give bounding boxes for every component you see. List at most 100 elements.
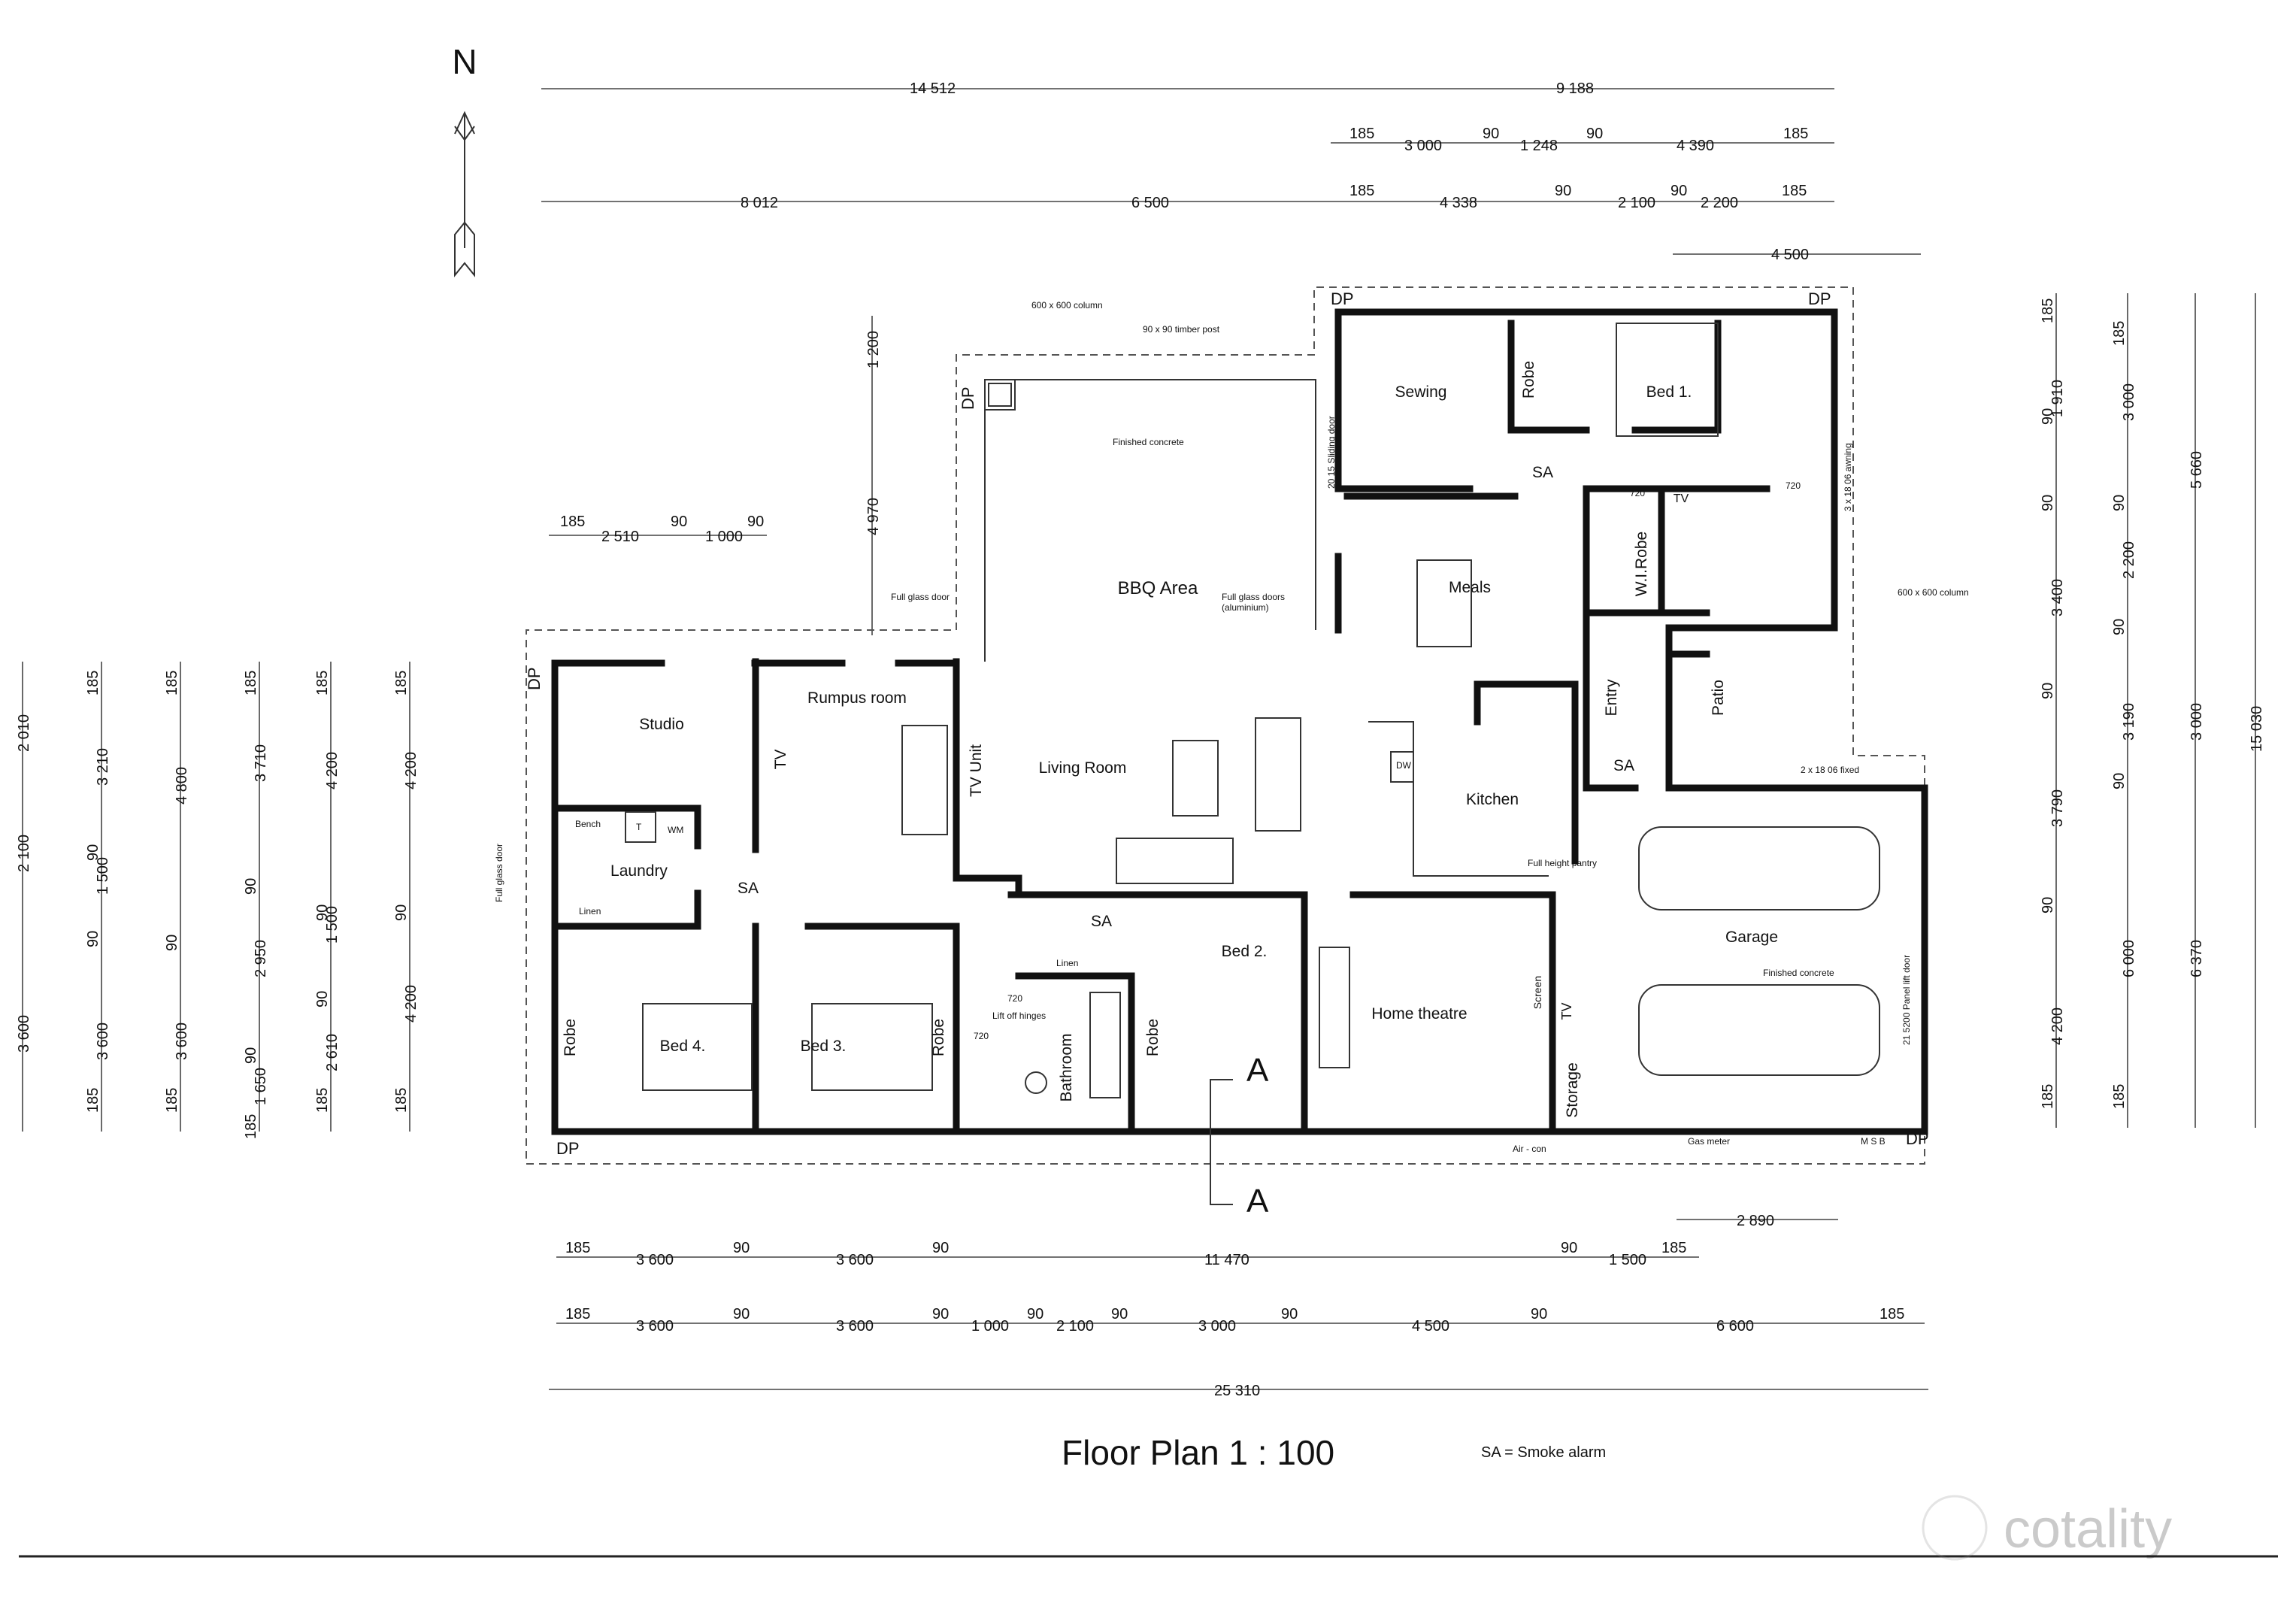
dim-90: 90 <box>671 514 687 530</box>
label-bed3: Bed 3. <box>801 1038 847 1055</box>
section-marker: A A <box>1210 1052 1269 1220</box>
dim-90: 90 <box>85 844 101 861</box>
label-sa-4: SA <box>1613 757 1634 774</box>
dim-185: 185 <box>314 671 331 695</box>
note-720-c: 720 <box>1630 488 1645 498</box>
label-bathroom: Bathroom <box>1058 1033 1075 1101</box>
dim-90: 90 <box>85 931 101 947</box>
label-sa-1: SA <box>1532 464 1553 481</box>
label-screen: Screen <box>1531 976 1543 1009</box>
note-aircon: Air - con <box>1513 1144 1546 1154</box>
dim-25310: 25 310 <box>1214 1383 1260 1399</box>
dim-90: 90 <box>932 1306 949 1323</box>
dim-1500: 1 500 <box>95 857 111 895</box>
dim-3600: 3 600 <box>16 1015 32 1053</box>
label-sewing: Sewing <box>1395 383 1447 401</box>
note-dw: DW <box>1396 760 1412 771</box>
dim-185: 185 <box>85 671 101 695</box>
dim-185: 185 <box>2040 1084 2056 1109</box>
note-garage-concrete: Finished concrete <box>1763 968 1834 978</box>
dim-90: 90 <box>1531 1306 1547 1323</box>
dim-4500: 4 500 <box>1771 247 1809 263</box>
dim-3000: 3 000 <box>1404 138 1442 154</box>
label-studio: Studio <box>639 716 684 733</box>
dim-4200: 4 200 <box>324 752 341 789</box>
plan-legend: SA = Smoke alarm <box>1481 1444 1606 1461</box>
dim-1910: 1 910 <box>2049 380 2066 417</box>
dim-185: 185 <box>565 1306 590 1323</box>
dim-6600: 6 600 <box>1716 1318 1754 1335</box>
watermark: cotality <box>1922 1495 2172 1561</box>
label-entry: Entry <box>1603 679 1620 717</box>
dim-90: 90 <box>1586 126 1603 142</box>
label-sa-3: SA <box>1091 913 1112 930</box>
note-linen-hall: Linen <box>1056 958 1078 968</box>
label-garage: Garage <box>1725 929 1778 946</box>
dim-90: 90 <box>733 1240 750 1256</box>
dim-8012: 8 012 <box>741 195 778 211</box>
dim-185: 185 <box>2111 1084 2128 1109</box>
dim-11470: 11 470 <box>1204 1252 1249 1268</box>
left-dimensions: 2 010 2 100 3 600 185 3 210 90 1 500 90 … <box>16 662 420 1139</box>
note-glass-doors: Full glass doors <box>1222 592 1285 602</box>
dim-90: 90 <box>1483 126 1499 142</box>
dim-3790: 3 790 <box>2049 789 2066 827</box>
label-robe-bed4: Robe <box>562 1019 579 1056</box>
label-rumpus: Rumpus room <box>807 689 907 707</box>
dim-90: 90 <box>747 514 764 530</box>
dim-6500: 6 500 <box>1131 195 1169 211</box>
top-dimensions: 14 512 9 188 185 3 000 90 1 248 90 4 390… <box>541 80 1921 635</box>
label-storage: Storage <box>1564 1062 1581 1118</box>
bottom-dimensions: 185 3 600 90 3 600 90 11 470 90 1 500 18… <box>549 1213 1928 1399</box>
dim-3600: 3 600 <box>836 1252 874 1268</box>
label-tv-theatre: TV <box>1559 1002 1574 1020</box>
dim-185: 185 <box>2111 321 2128 346</box>
dp-4: DP <box>525 667 544 690</box>
label-wirobe: W.I.Robe <box>1633 532 1650 596</box>
dim-185: 185 <box>164 1088 180 1113</box>
dim-1200: 1 200 <box>865 331 882 368</box>
dim-2100: 2 100 <box>16 835 32 872</box>
label-tvunit: TV Unit <box>968 744 985 797</box>
north-label: N <box>452 42 477 81</box>
dim-90: 90 <box>1671 183 1687 199</box>
dim-1500: 1 500 <box>324 906 341 944</box>
note-glass-door-side: Full glass door <box>494 844 504 902</box>
north-arrow: N <box>452 42 477 277</box>
dim-4390: 4 390 <box>1677 138 1714 154</box>
dim-90: 90 <box>393 904 410 921</box>
dim-90: 90 <box>1561 1240 1577 1256</box>
dim-3600: 3 600 <box>95 1023 111 1060</box>
details <box>625 323 1880 1098</box>
label-patio: Patio <box>1710 680 1727 716</box>
dim-4970: 4 970 <box>865 498 882 535</box>
dim-2890: 2 890 <box>1737 1213 1774 1229</box>
dim-90: 90 <box>1027 1306 1043 1323</box>
dim-1000: 1 000 <box>705 529 743 545</box>
dim-90: 90 <box>2040 408 2056 425</box>
dim-185: 185 <box>393 671 410 695</box>
dim-3710: 3 710 <box>253 744 269 782</box>
note-wm: WM <box>668 825 683 835</box>
dim-3210: 3 210 <box>95 748 111 786</box>
dp-2: DP <box>1808 289 1831 308</box>
dim-3600: 3 600 <box>636 1252 674 1268</box>
dim-90: 90 <box>314 991 331 1007</box>
dp-5: DP <box>556 1139 580 1158</box>
dim-4200: 4 200 <box>403 985 420 1023</box>
dim-185: 185 <box>1783 126 1808 142</box>
dim-9188: 9 188 <box>1556 80 1594 97</box>
dim-1500: 1 500 <box>1609 1252 1646 1268</box>
right-dimensions: 185 1 910 90 90 3 400 90 3 790 90 4 200 … <box>2040 293 2265 1128</box>
dim-185: 185 <box>2040 298 2056 323</box>
note-fixed: 2 x 18 06 fixed <box>1801 765 1859 775</box>
dim-90: 90 <box>2040 897 2056 914</box>
dim-3000: 3 000 <box>2121 383 2137 421</box>
section-a-top: A <box>1246 1052 1269 1089</box>
note-linen-laundry: Linen <box>579 906 601 917</box>
dim-6370: 6 370 <box>2188 940 2205 977</box>
dim-185: 185 <box>565 1240 590 1256</box>
dim-90: 90 <box>243 1047 259 1064</box>
dim-3000: 3 000 <box>1198 1318 1236 1335</box>
note-timber-post: 90 x 90 timber post <box>1143 324 1220 335</box>
